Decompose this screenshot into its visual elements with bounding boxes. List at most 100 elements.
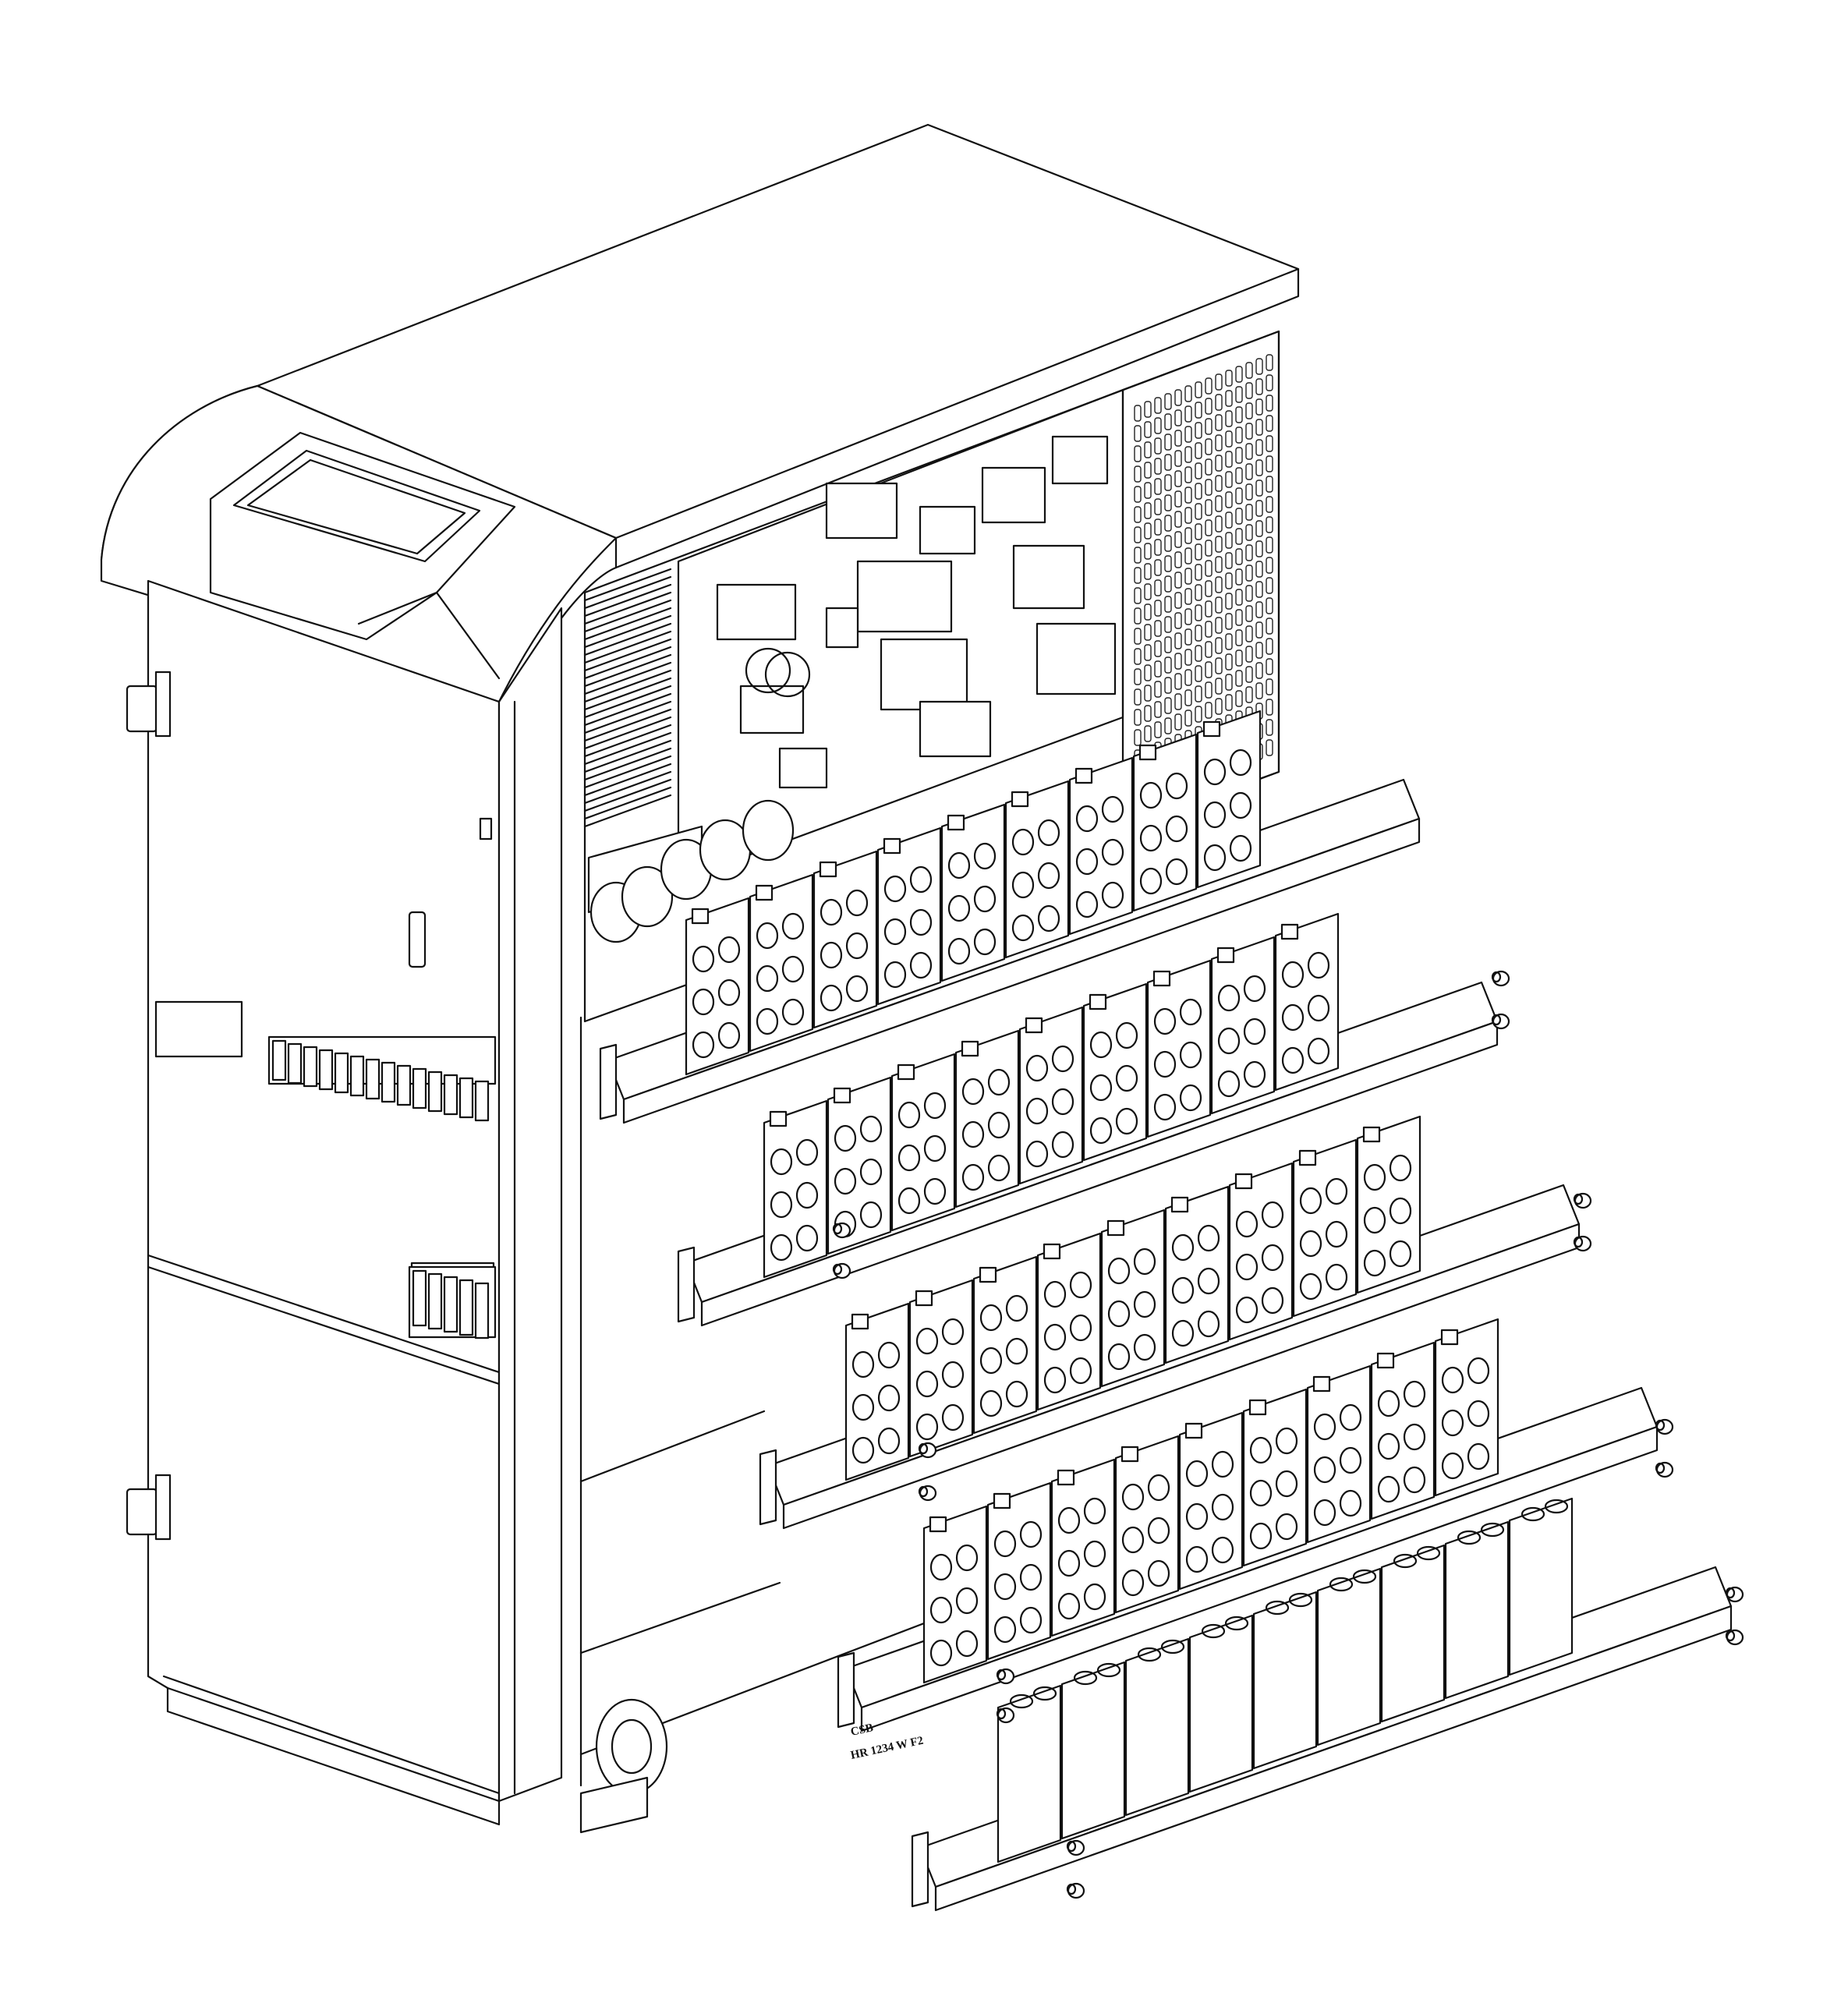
- screw: [1573, 1192, 1592, 1209]
- battery-terminal-hole: [1203, 844, 1227, 872]
- grille-slot: [1184, 527, 1192, 544]
- heatsink-fin: [583, 731, 672, 766]
- grille-slot: [1215, 576, 1223, 593]
- grille-slot: [1164, 717, 1172, 734]
- battery-terminal-hole: [717, 936, 741, 964]
- battery: [1444, 1520, 1510, 1700]
- breaker-switch: [474, 1282, 490, 1340]
- grille-slot: [1245, 686, 1253, 703]
- battery-top-cap: [1329, 1577, 1354, 1592]
- grille-slot: [1144, 644, 1152, 661]
- grille-slot: [1195, 564, 1202, 581]
- grille-slot: [1245, 382, 1253, 399]
- battery-terminal-hole: [987, 1068, 1011, 1096]
- grille-slot: [1134, 668, 1142, 685]
- grille-slot: [1235, 690, 1243, 707]
- battery-top-cap: [1073, 1670, 1098, 1686]
- grille-slot: [1225, 694, 1233, 711]
- grille-slot: [1235, 589, 1243, 606]
- heatsink-fin: [583, 708, 672, 742]
- grille-slot: [1215, 515, 1223, 533]
- tray-front-lip: [934, 1605, 1733, 1912]
- heatsink: [583, 568, 672, 828]
- battery-terminal-hole: [897, 1144, 921, 1172]
- grille-slot: [1134, 425, 1142, 442]
- screw-shaft: [996, 1669, 1007, 1681]
- grille-slot: [1144, 725, 1152, 742]
- grille-slot: [1195, 422, 1202, 439]
- battery-terminal-hole: [1261, 1244, 1284, 1272]
- battery-terminal-hole: [1121, 1483, 1145, 1511]
- tray-bracket: [911, 1831, 929, 1908]
- battery-terminal-hole: [1005, 1337, 1028, 1365]
- battery-terminal: [1057, 1469, 1075, 1486]
- screw-shaft: [1491, 1014, 1502, 1026]
- battery-terminal-hole: [1171, 1319, 1195, 1347]
- screw-head: [1726, 1629, 1744, 1646]
- battery-terminal-hole: [1019, 1606, 1043, 1634]
- breaker-switch: [474, 1080, 490, 1122]
- tray-front-lip: [622, 817, 1421, 1124]
- screw: [1573, 1235, 1592, 1252]
- battery-terminal-hole: [941, 1361, 965, 1389]
- screw-shaft: [1491, 971, 1502, 983]
- battery-terminal-hole: [1037, 819, 1060, 847]
- battery-terminal: [691, 908, 710, 925]
- grille-slot: [1255, 439, 1263, 456]
- battery-terminal-hole: [1153, 1007, 1177, 1035]
- grille-slot: [1255, 662, 1263, 679]
- grille-slot: [1144, 583, 1152, 600]
- battery-terminal-hole: [1325, 1177, 1348, 1205]
- battery-terminal-hole: [877, 1341, 901, 1369]
- screw-shaft: [918, 1485, 929, 1498]
- battery-terminal: [993, 1492, 1011, 1509]
- battery: [1036, 1232, 1102, 1411]
- battery-terminal-hole: [795, 1181, 819, 1209]
- battery-terminal-hole: [1249, 1522, 1273, 1550]
- battery-terminal-hole: [923, 1134, 947, 1163]
- heatsink-fin: [583, 770, 672, 805]
- grille-slot: [1154, 640, 1162, 657]
- breaker-switch: [412, 1269, 427, 1327]
- battery-terminal-hole: [1171, 1276, 1195, 1304]
- battery-terminal-hole: [851, 1436, 875, 1464]
- grille-slot: [1184, 689, 1192, 706]
- battery-terminal-hole: [1339, 1403, 1362, 1432]
- grille-slot: [1184, 649, 1192, 666]
- battery-terminal-hole: [1217, 1070, 1241, 1098]
- grille-slot: [1235, 487, 1243, 504]
- battery-terminal-hole: [1057, 1592, 1081, 1620]
- screw: [832, 1222, 851, 1239]
- breaker-switch: [443, 1074, 458, 1116]
- battery-terminal-hole: [929, 1639, 953, 1667]
- battery-terminal-hole: [1281, 1003, 1305, 1032]
- battery-terminal: [1280, 923, 1299, 940]
- grille-slot: [1225, 471, 1233, 488]
- battery-terminal-hole: [1339, 1446, 1362, 1474]
- battery-terminal-hole: [1043, 1280, 1067, 1308]
- battery-terminal-hole: [1313, 1456, 1336, 1484]
- grille-slot: [1266, 395, 1273, 412]
- battery-terminal-hole: [1467, 1400, 1490, 1428]
- battery-terminal-hole: [1275, 1513, 1298, 1541]
- battery-terminal-hole: [955, 1544, 979, 1572]
- grille-slot: [1266, 476, 1273, 493]
- battery-terminal: [1216, 947, 1235, 964]
- grille-slot: [1174, 430, 1182, 447]
- heatsink-fin: [583, 575, 672, 610]
- grille-slot: [1245, 423, 1253, 440]
- battery-terminal: [1074, 767, 1093, 784]
- battery-terminal-hole: [1005, 1294, 1028, 1322]
- grille-slot: [1255, 398, 1263, 416]
- heatsink-fin: [583, 653, 672, 688]
- grille-slot: [1164, 697, 1172, 714]
- battery-terminal-hole: [1025, 1140, 1049, 1168]
- battery-terminal-hole: [973, 885, 997, 913]
- grille-slot: [1174, 551, 1182, 568]
- battery-terminal-hole: [973, 928, 997, 956]
- battery-terminal-hole: [770, 1191, 793, 1219]
- battery-terminal-hole: [1185, 1502, 1209, 1531]
- grille-slot: [1266, 618, 1273, 635]
- grille-slot: [1184, 446, 1192, 463]
- screw-shaft: [918, 1442, 929, 1455]
